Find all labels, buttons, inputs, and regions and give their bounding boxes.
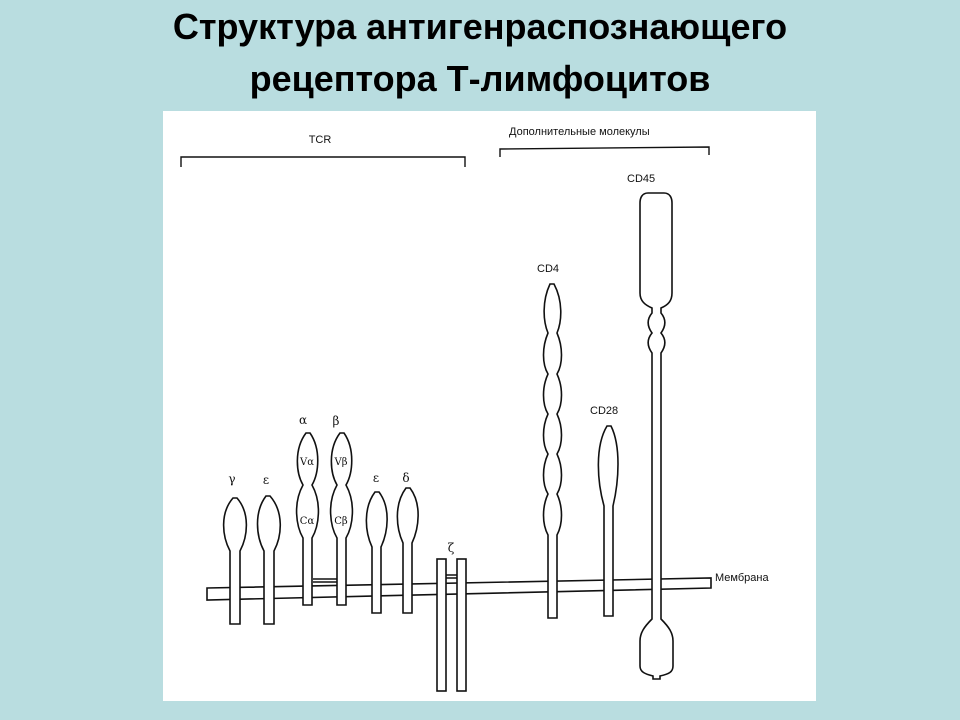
zeta-chain-right: [456, 558, 467, 692]
alpha-chain: [295, 432, 320, 606]
tcr-bracket: [180, 156, 466, 167]
zeta-label: ζ: [448, 541, 455, 555]
c-alpha-label: Cα: [300, 516, 315, 527]
cd45-molecule: [639, 192, 674, 680]
cd4-molecule: [542, 283, 563, 619]
cd4-label: CD4: [537, 263, 559, 275]
zeta-disulfide-bond: [446, 574, 457, 579]
beta-label: β: [333, 414, 340, 428]
epsilon-left-label: ε: [263, 473, 269, 487]
slide-title: Структура антигенраспознающего рецептора…: [0, 0, 960, 105]
v-alpha-label: Vα: [299, 457, 314, 468]
delta-chain: [396, 487, 419, 614]
additional-molecules-label: Дополнительные молекулы: [509, 126, 650, 138]
membrane-label: Мембрана: [715, 572, 769, 584]
cd28-molecule: [597, 425, 619, 617]
cd45-label: CD45: [627, 173, 655, 185]
gamma-label: γ: [228, 472, 235, 486]
beta-chain: [329, 432, 354, 606]
epsilon-right-label: ε: [373, 471, 379, 485]
epsilon-chain-left: [256, 495, 282, 625]
tcr-structure-diagram: TCR Дополнительные молекулы Мембрана γ ε…: [180, 126, 769, 692]
additional-molecules-bracket: [499, 146, 710, 157]
slide-title-line-2: рецептора Т-лимфоцитов: [249, 58, 711, 99]
delta-label: δ: [402, 471, 409, 485]
cd28-label: CD28: [590, 405, 618, 417]
tcr-structure-figure: TCR Дополнительные молекулы Мембрана γ ε…: [163, 111, 816, 701]
alpha-label: α: [299, 413, 307, 427]
gamma-chain: [222, 497, 248, 625]
slide-title-line-1: Структура антигенраспознающего: [172, 6, 788, 47]
alpha-beta-disulfide-bond: [313, 578, 338, 583]
epsilon-chain-right: [365, 491, 388, 614]
c-beta-label: Cβ: [334, 516, 348, 527]
zeta-chain-left: [436, 558, 447, 692]
tcr-group-label: TCR: [309, 134, 332, 146]
v-beta-label: Vβ: [333, 457, 347, 468]
